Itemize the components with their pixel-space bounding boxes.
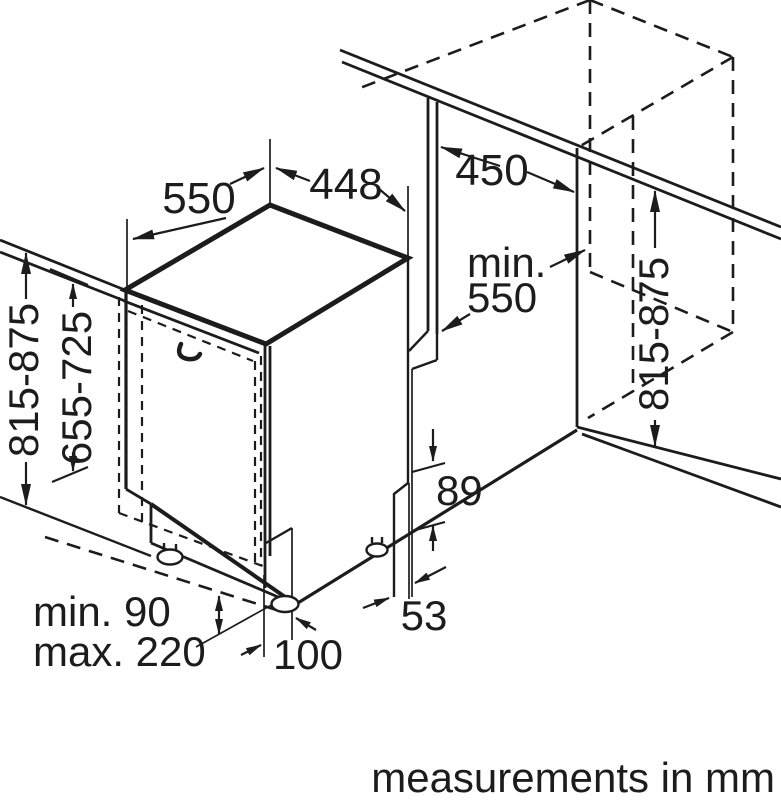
label-appliance-width: 448	[309, 160, 382, 209]
niche-left-wall	[408, 98, 439, 597]
units-note: measurements in mm	[371, 754, 775, 800]
dimension-arrows	[21, 145, 660, 656]
label-appliance-height: 815-875	[0, 303, 47, 457]
label-niche-depth-prefix: min.	[467, 239, 546, 286]
label-plinth-height-max: max. 220	[33, 628, 206, 675]
label-plinth-recess-depth: 100	[273, 631, 343, 678]
worktop-left	[0, 238, 126, 303]
label-niche-height: 815-875	[630, 257, 677, 411]
front-right-foot	[270, 594, 300, 614]
plinth-reference-lines	[44, 535, 285, 648]
label-plinth-height-min: min. 90	[33, 588, 171, 635]
appliance-rear-edge	[392, 258, 410, 599]
door-panel-dashed-outline	[117, 297, 269, 570]
appliance-feet	[156, 537, 389, 614]
front-left-foot	[156, 548, 184, 566]
label-niche-depth-value: 550	[467, 274, 537, 321]
floor-left-line	[0, 495, 152, 558]
floor-right-line	[292, 428, 578, 608]
label-rear-step-depth: 53	[401, 592, 448, 639]
label-appliance-depth: 550	[162, 174, 235, 223]
extension-lines	[126, 139, 409, 657]
door-handle	[176, 341, 203, 362]
worktop-right	[339, 48, 781, 241]
dishwasher-body	[119, 202, 414, 640]
label-niche-width: 450	[455, 146, 528, 195]
niche-right-wall	[575, 148, 781, 509]
label-door-panel-height: 655-725	[53, 311, 100, 465]
label-rear-step-height: 89	[436, 467, 483, 514]
dishwasher-top-face	[119, 202, 414, 347]
rear-foot	[365, 542, 389, 558]
niche-dashed-box	[359, 0, 735, 420]
